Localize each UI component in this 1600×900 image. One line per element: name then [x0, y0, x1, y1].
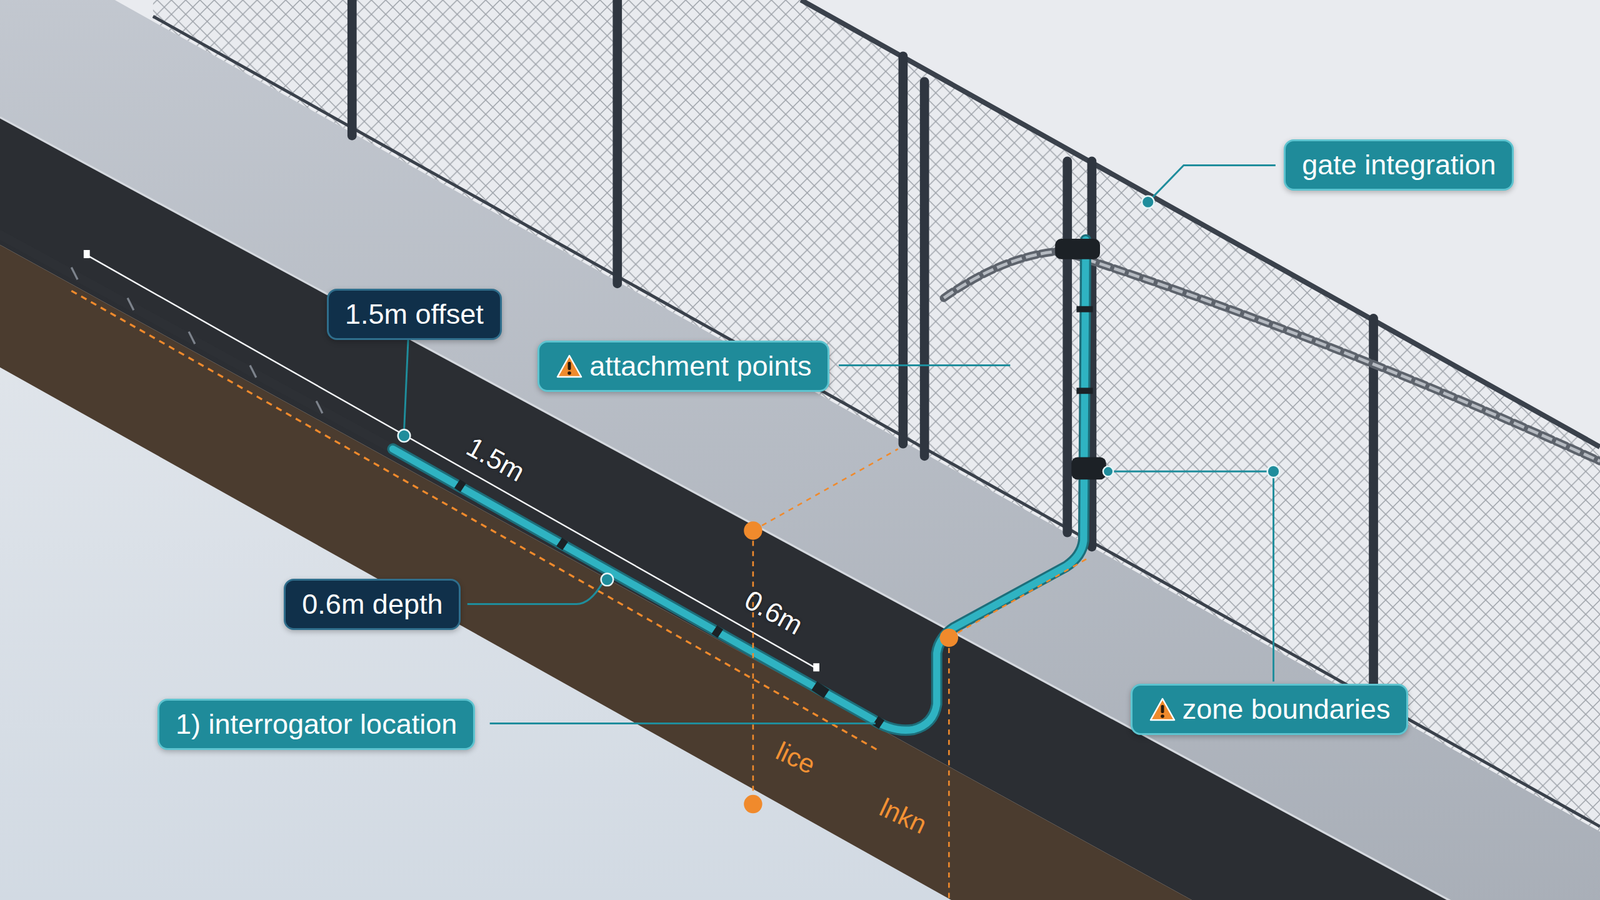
callout-text: 0.6m depth — [301, 588, 443, 621]
gate-chain-highlight — [943, 251, 1600, 462]
callout-text: 1.5m offset — [345, 298, 484, 331]
callout-box: gate integration — [1283, 139, 1514, 191]
callout-text: 1) interrogator location — [175, 708, 457, 741]
cable-joints — [71, 267, 323, 414]
callout-text: zone boundaries — [1182, 693, 1391, 726]
dimension-label: 0.6m — [739, 583, 809, 641]
soil-layer — [0, 245, 1600, 900]
callout-box: zone boundaries — [1130, 683, 1409, 735]
orange-markers — [743, 521, 959, 814]
leader-lines — [404, 165, 1276, 724]
callout-box: 1.5m offset — [326, 288, 502, 340]
callout-box: attachment points — [537, 340, 830, 392]
dimension-label: 1.5m — [461, 430, 531, 488]
orange-guides — [753, 448, 1090, 900]
callout-text: attachment points — [589, 350, 812, 383]
annotation-label: lice — [771, 736, 820, 780]
annotation-label: lnkn — [875, 792, 932, 840]
fence-posts — [351, 0, 1374, 705]
cable-couplers — [456, 483, 882, 725]
dimension-tick — [83, 250, 90, 259]
callout-text: gate integration — [1301, 148, 1496, 182]
dimension-line — [86, 255, 817, 669]
slab-edge — [0, 117, 1600, 900]
buried-cable — [0, 235, 394, 450]
warning-icon — [555, 353, 584, 379]
orange-trench-line — [71, 290, 878, 750]
dimension-tick — [813, 663, 820, 672]
gate-chain — [943, 251, 1600, 462]
leader-dots — [398, 195, 1280, 586]
callout-box: 1) interrogator location — [157, 698, 475, 750]
post-clamps — [1055, 238, 1107, 480]
callout-box: 0.6m depth — [283, 578, 461, 630]
warning-icon — [1148, 696, 1177, 722]
fence-bottom-rail — [153, 16, 1600, 827]
